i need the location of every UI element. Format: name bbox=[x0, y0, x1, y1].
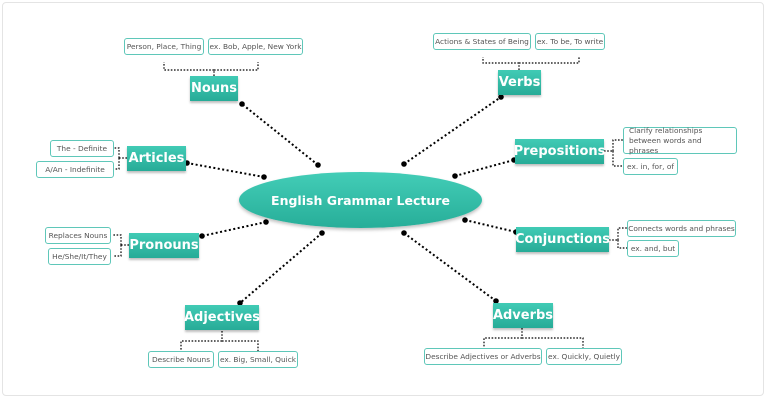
connector-dot bbox=[239, 101, 245, 107]
connector-dot bbox=[452, 173, 458, 179]
adjectives-detail-definition[interactable]: Describe Nouns bbox=[148, 351, 214, 368]
topic-pronouns[interactable]: Pronouns bbox=[129, 233, 199, 258]
prepositions-detail-example[interactable]: ex. in, for, of bbox=[623, 158, 678, 175]
bracket-adverbs bbox=[483, 328, 584, 348]
connector-adverbs bbox=[403, 232, 497, 302]
conjunctions-detail-definition[interactable]: Connects words and phrases bbox=[627, 220, 736, 237]
topic-adjectives[interactable]: Adjectives bbox=[183, 305, 261, 330]
connector-dot bbox=[493, 298, 499, 304]
nouns-detail-definition[interactable]: Person, Place, Thing bbox=[124, 38, 204, 55]
connector-dot bbox=[319, 230, 325, 236]
bracket-conjunctions bbox=[609, 227, 627, 249]
bracket-articles bbox=[114, 147, 127, 170]
topic-verbs-label: Verbs bbox=[498, 75, 541, 90]
topic-prepositions-label: Prepositions bbox=[513, 144, 606, 159]
connector-articles bbox=[186, 162, 265, 178]
topic-prepositions[interactable]: Prepositions bbox=[513, 139, 606, 164]
topic-adjectives-label: Adjectives bbox=[183, 310, 261, 325]
connector-prepositions bbox=[454, 159, 515, 177]
prepositions-detail-definition[interactable]: Clarify relationships between words and … bbox=[623, 126, 737, 155]
bracket-verbs bbox=[482, 57, 580, 70]
adjectives-detail-example[interactable]: ex. Big, Small, Quick bbox=[218, 351, 298, 368]
topic-pronouns-label: Pronouns bbox=[129, 238, 199, 253]
topic-verbs[interactable]: Verbs bbox=[498, 70, 541, 95]
bracket-nouns bbox=[163, 62, 259, 76]
bracket-adjectives bbox=[180, 331, 259, 351]
connector-dot bbox=[315, 162, 321, 168]
bracket-pronouns bbox=[113, 234, 129, 257]
connector-dot bbox=[462, 217, 468, 223]
topic-conjunctions[interactable]: Conjunctions bbox=[515, 227, 610, 252]
connector-pronouns bbox=[201, 221, 267, 237]
connector-dot bbox=[498, 94, 504, 100]
adverbs-detail-example[interactable]: ex. Quickly, Quietly bbox=[546, 348, 622, 365]
adverbs-detail-definition[interactable]: Describe Adjectives or Adverbs bbox=[424, 348, 542, 365]
verbs-detail-example[interactable]: ex. To be, To write bbox=[535, 33, 605, 50]
connector-verbs bbox=[403, 96, 502, 165]
topic-conjunctions-label: Conjunctions bbox=[515, 232, 610, 247]
topic-articles[interactable]: Articles bbox=[127, 146, 186, 171]
conjunctions-detail-example[interactable]: ex. and, but bbox=[627, 240, 679, 257]
connector-dot bbox=[199, 233, 205, 239]
connector-dot bbox=[261, 174, 267, 180]
connector-dot bbox=[401, 161, 407, 167]
central-topic[interactable]: English Grammar Lecture bbox=[239, 172, 482, 228]
topic-adverbs[interactable]: Adverbs bbox=[493, 303, 553, 328]
connector-dot bbox=[263, 219, 269, 225]
articles-detail-indefinite[interactable]: A/An - Indefinite bbox=[36, 161, 114, 178]
nouns-detail-example[interactable]: ex. Bob, Apple, New York bbox=[208, 38, 303, 55]
connector-dot bbox=[401, 230, 407, 236]
connector-nouns bbox=[241, 103, 319, 166]
articles-detail-definite[interactable]: The - Definite bbox=[50, 140, 114, 157]
pronouns-detail-examples[interactable]: He/She/It/They bbox=[48, 248, 111, 265]
diagram-frame bbox=[2, 2, 764, 396]
central-topic-label: English Grammar Lecture bbox=[271, 192, 450, 208]
connector-adjectives bbox=[239, 232, 323, 304]
pronouns-detail-definition[interactable]: Replaces Nouns bbox=[45, 227, 111, 244]
topic-nouns[interactable]: Nouns bbox=[190, 76, 238, 101]
connector-dot bbox=[237, 300, 243, 306]
topic-nouns-label: Nouns bbox=[190, 81, 238, 96]
bracket-prepositions bbox=[604, 139, 623, 167]
topic-adverbs-label: Adverbs bbox=[492, 308, 554, 323]
verbs-detail-definition[interactable]: Actions & States of Being bbox=[433, 33, 531, 50]
topic-articles-label: Articles bbox=[128, 151, 185, 166]
connector-conjunctions bbox=[464, 219, 517, 233]
